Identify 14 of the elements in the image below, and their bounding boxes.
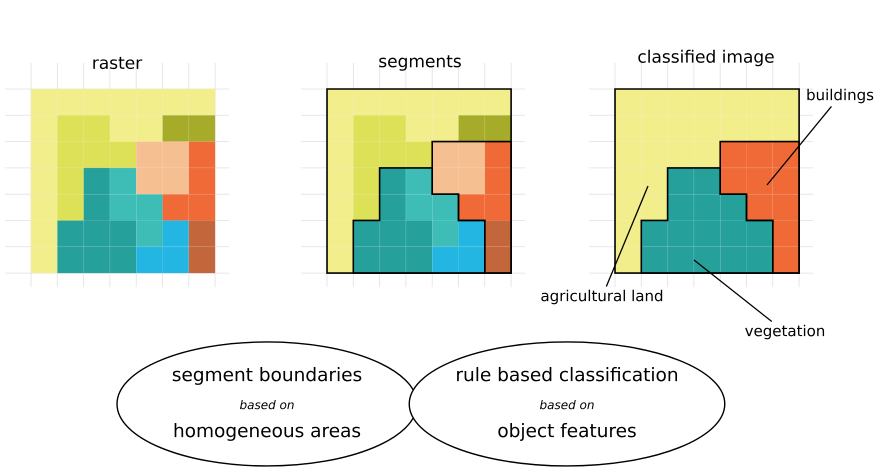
ellipse-box: rule based classification based on object features	[408, 341, 726, 467]
region-label: agricultural land	[541, 290, 662, 304]
leader-line	[694, 259, 772, 322]
leader-line	[606, 186, 649, 287]
ellipse-box: segment boundaries based on homogeneous areas	[116, 341, 418, 467]
panel-title: classified image	[638, 50, 774, 66]
panel-title: raster	[93, 56, 142, 70]
region-label: vegetation	[745, 324, 824, 340]
panel-title: segments	[379, 55, 461, 71]
node-label: based on	[540, 400, 594, 410]
node-label: object features	[498, 423, 636, 441]
leader-line	[766, 106, 832, 186]
node-label: rule based classification	[457, 367, 678, 382]
region-label: buildings	[807, 88, 874, 104]
